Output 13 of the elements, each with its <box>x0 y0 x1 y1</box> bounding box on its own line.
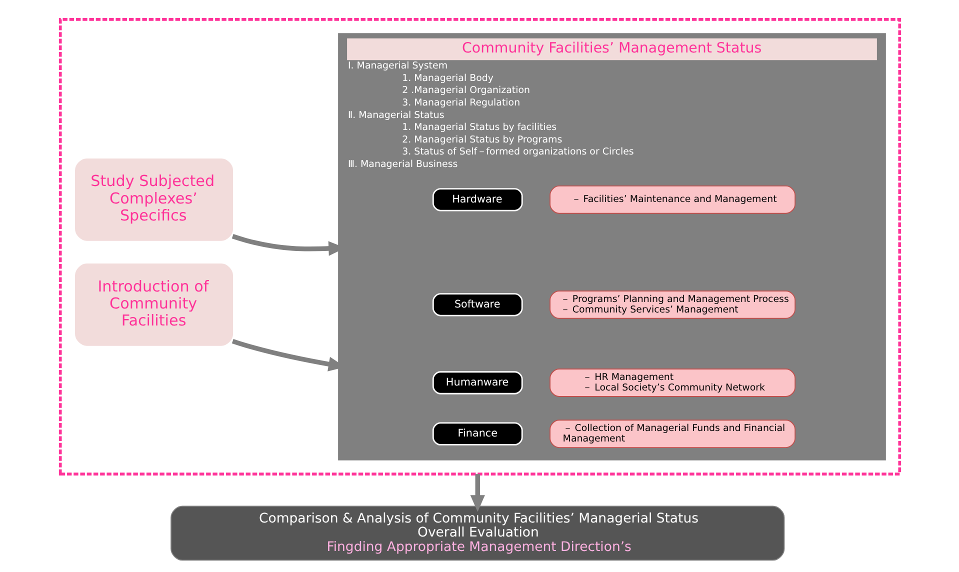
node-box: Study Subjected Complexes’ Specifics <box>74 158 233 241</box>
node-box: － Programs’ Planning and Management Process － Community Services’ Management <box>549 290 796 319</box>
node-box: Introduction of Community Facilities <box>74 264 233 346</box>
node-box: Humanware <box>432 371 522 394</box>
node-box: Hardware <box>432 188 522 212</box>
arrow <box>470 474 484 512</box>
node-box: Comparison & Analysis of Community Facilities’ Managerial Status Overall Evaluation Fingding Appropriate Management Direction’s <box>170 506 784 561</box>
node-box: Finance <box>432 422 522 446</box>
node-box: Software <box>432 293 522 316</box>
node-box: － HR Management － Local Society’s Community Network <box>549 368 796 397</box>
node-box: － Facilities’ Maintenance and Management <box>549 185 796 214</box>
node-box: － Collection of Managerial Funds and Financial Management <box>549 420 796 448</box>
cluster <box>58 18 901 476</box>
